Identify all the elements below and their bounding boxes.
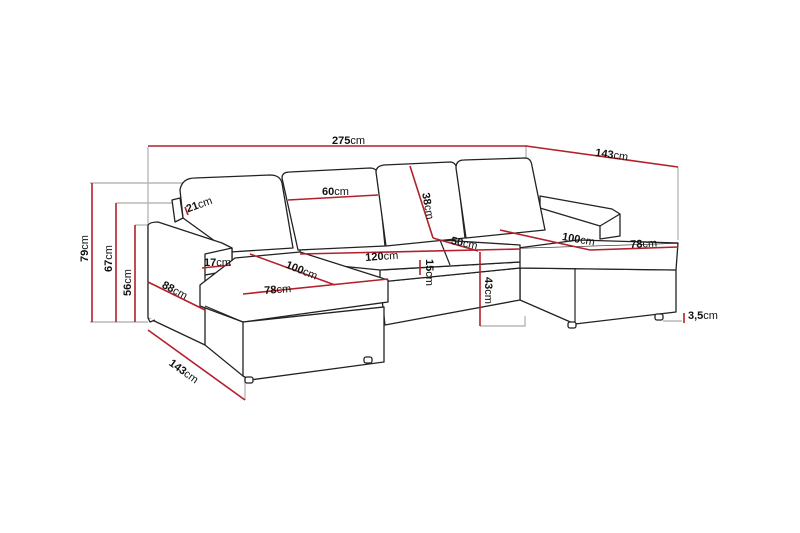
label-leg-height: 3,5cm [688, 310, 718, 322]
back-cushions [171, 157, 546, 253]
label-back-height: 67cm [103, 245, 115, 272]
label-total-height: 79cm [79, 235, 91, 262]
label-seat-cushion-thickness: 15cm [423, 259, 435, 286]
label-armrest-height: 56cm [122, 269, 134, 296]
dimension-lines [91, 145, 685, 401]
left-chaise [147, 221, 389, 384]
label-chaise-left-width: 78cm [263, 283, 292, 297]
label-backrest-width: 60cm [322, 186, 349, 198]
label-middle-seat-width: 120cm [364, 249, 399, 264]
label-seat-height: 43cm [482, 277, 494, 304]
label-total-width: 275cm [332, 135, 366, 147]
label-armrest-width: 17cm [204, 257, 231, 269]
label-chaise-right-width: 78cm [629, 237, 658, 251]
